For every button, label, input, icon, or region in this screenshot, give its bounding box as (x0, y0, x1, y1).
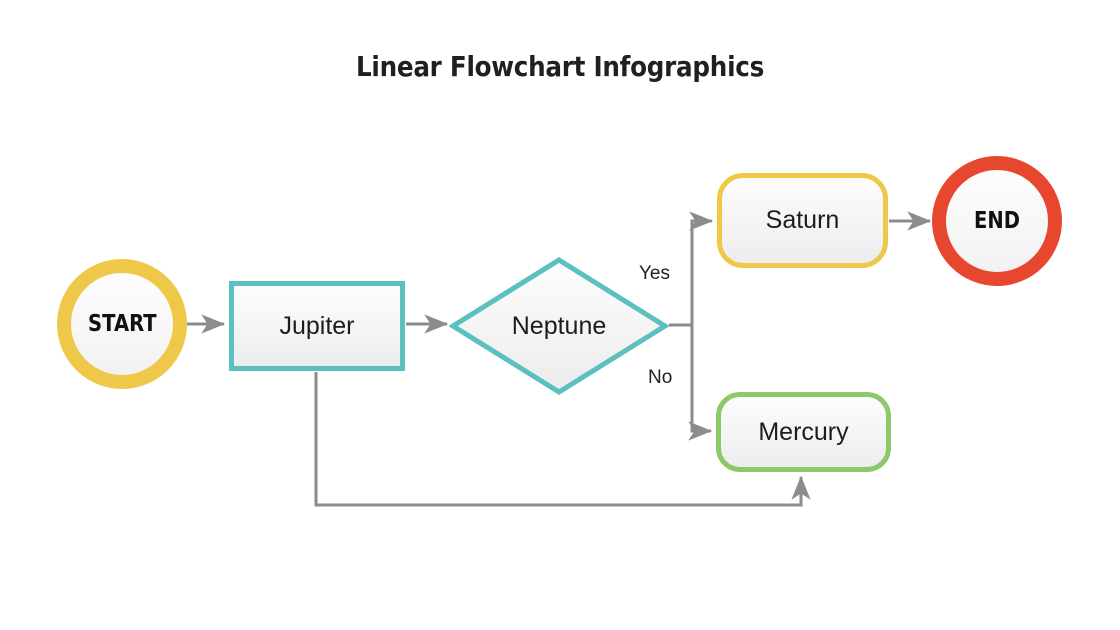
node-jupiter[interactable]: Jupiter (229, 281, 405, 371)
node-end-label: END (974, 208, 1020, 234)
page-title: Linear Flowchart Infographics (355, 50, 765, 83)
node-saturn-label: Saturn (765, 206, 840, 234)
edge-jupiter-mercury-loop (314, 372, 811, 507)
branch-label-no: No (648, 367, 673, 388)
diamond-shape (449, 257, 669, 395)
edge-neptune-saturn (669, 211, 714, 327)
node-neptune[interactable]: Neptune (449, 256, 669, 396)
node-mercury-label: Mercury (758, 417, 849, 446)
node-neptune-label: Neptune (511, 311, 607, 340)
edge-neptune-mercury (669, 323, 713, 441)
node-start-label: START (87, 311, 157, 337)
branch-label-yes: Yes (639, 263, 670, 284)
node-neptune-label-wrap: Neptune (449, 256, 669, 396)
node-start[interactable]: START (57, 259, 187, 389)
node-jupiter-label: Jupiter (279, 311, 355, 340)
node-mercury[interactable]: Mercury (716, 392, 891, 472)
node-end[interactable]: END (932, 156, 1062, 286)
node-saturn[interactable]: Saturn (717, 173, 888, 268)
